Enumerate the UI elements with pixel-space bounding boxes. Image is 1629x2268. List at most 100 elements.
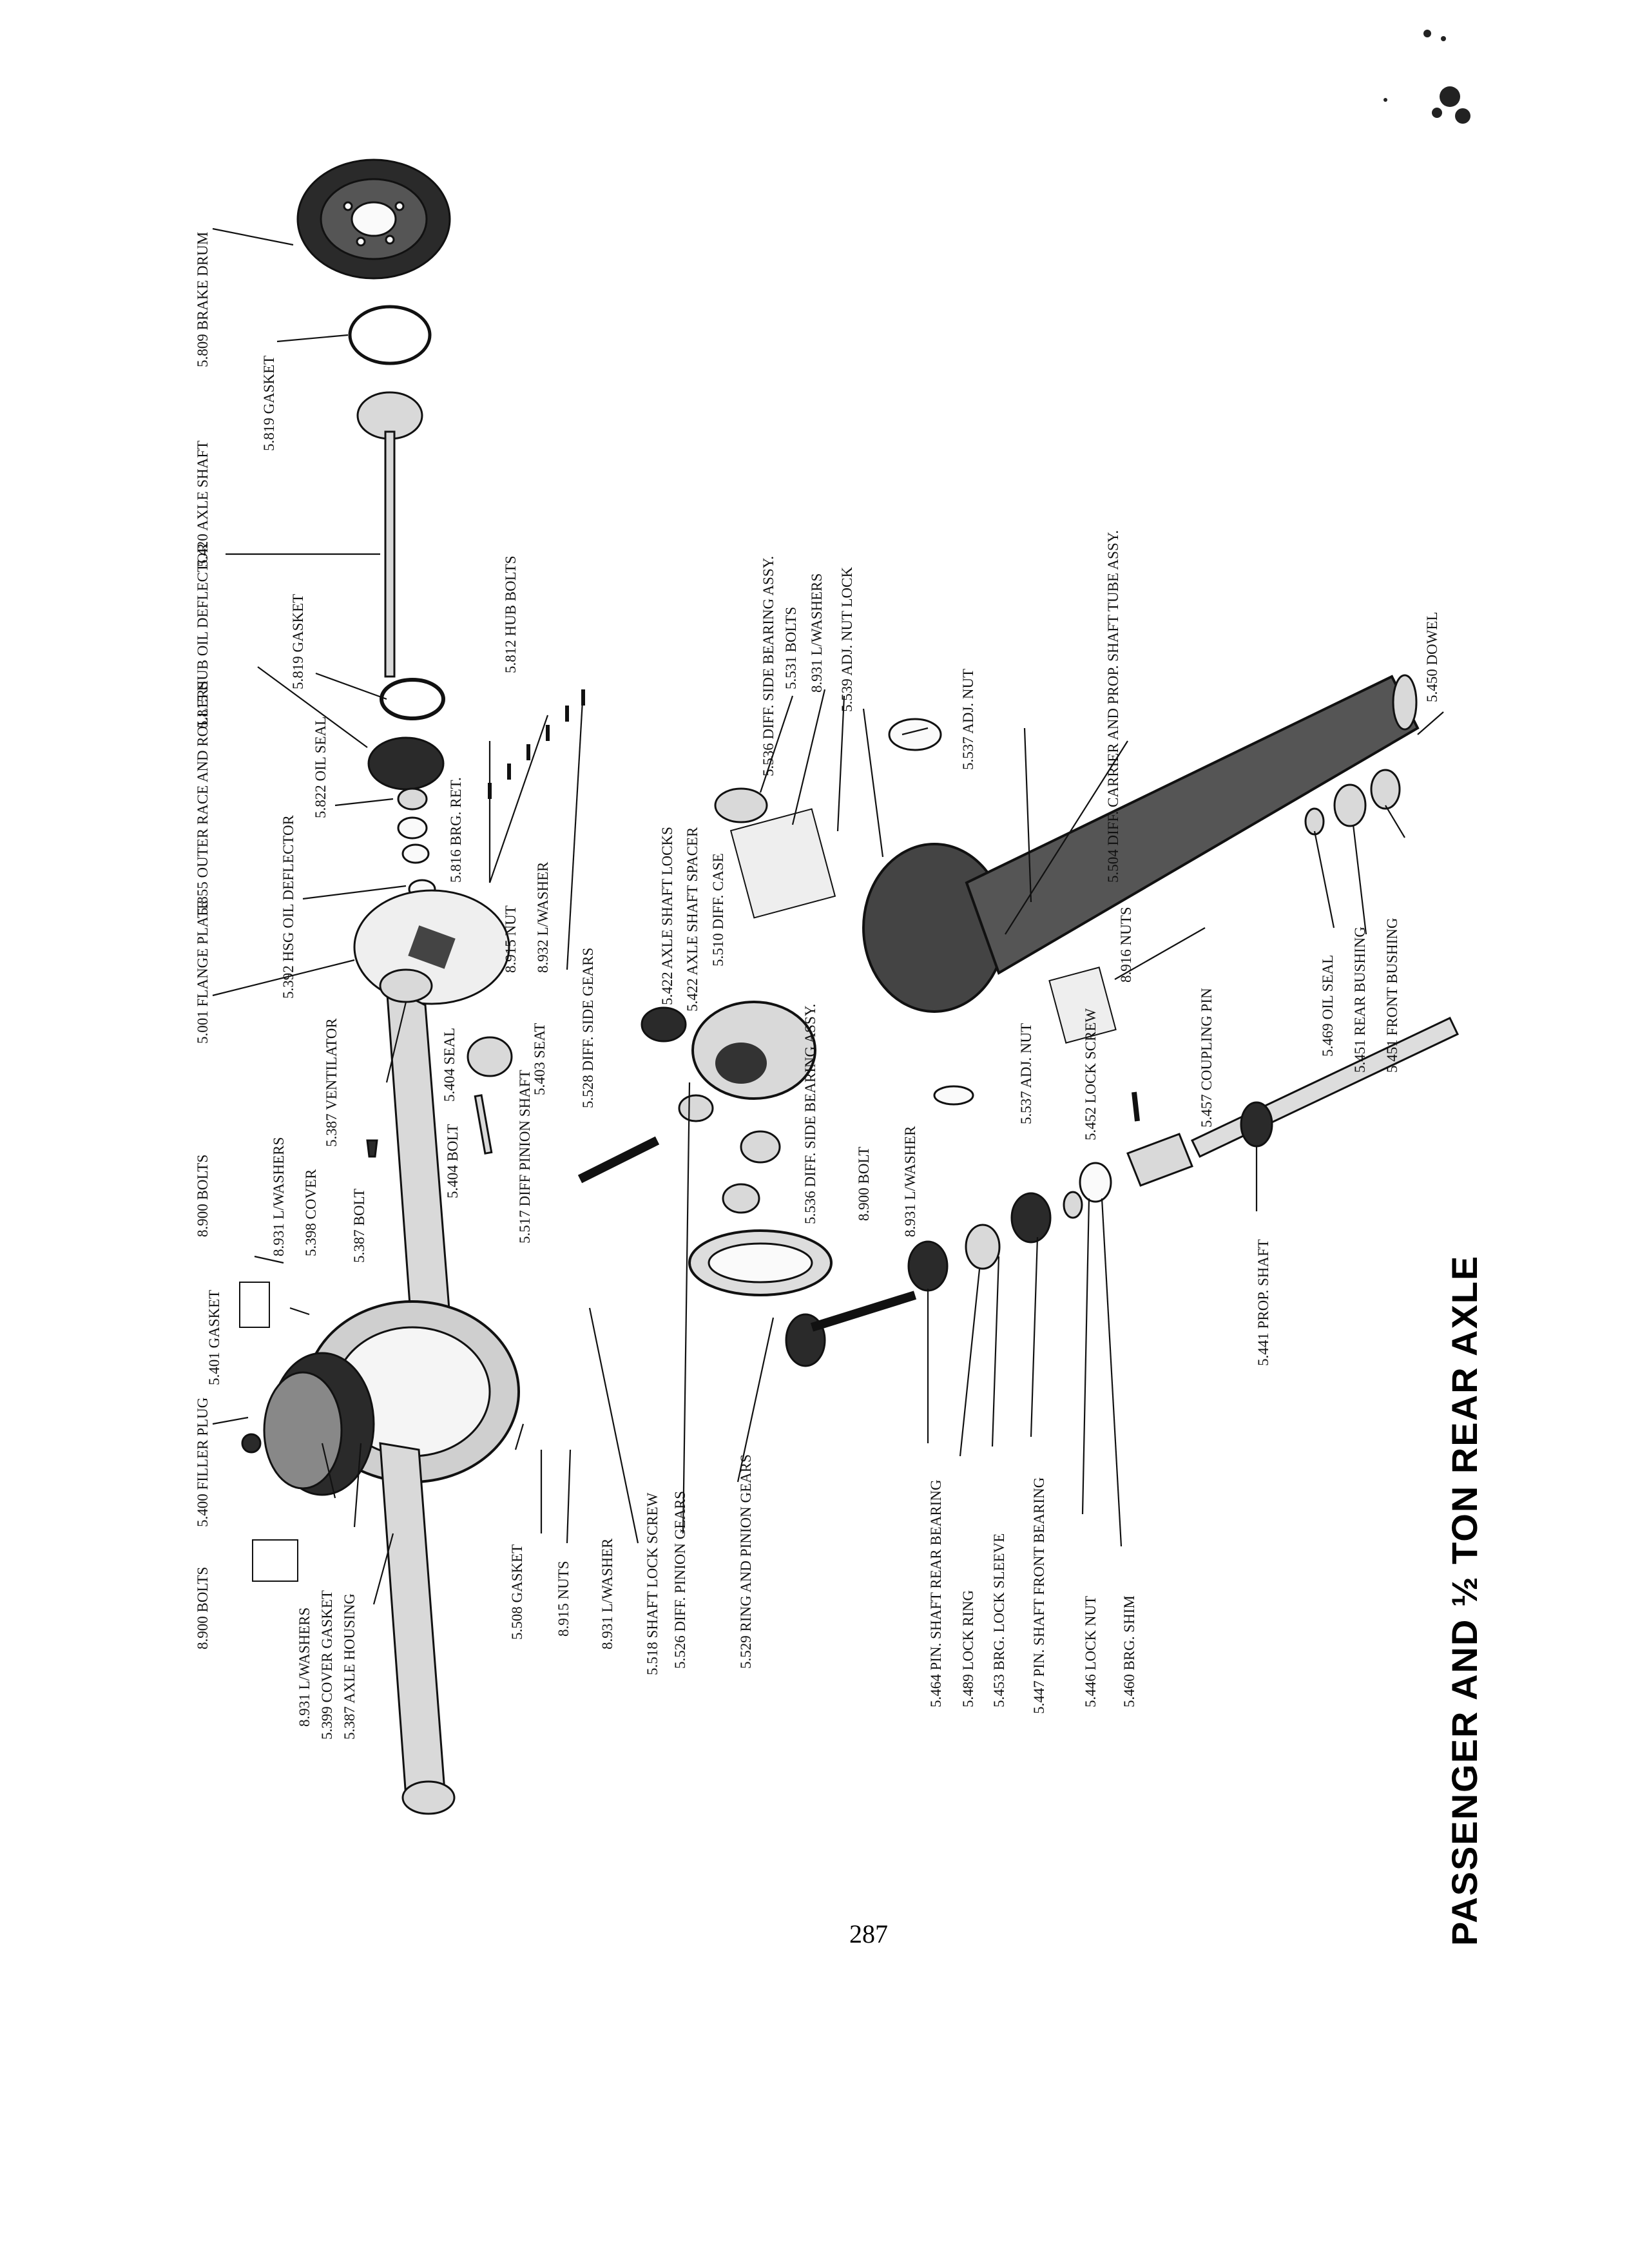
ventilator-part [366, 1139, 378, 1158]
label-brg-ret: 5.816 BRG. RET. [448, 777, 464, 883]
diff-pinion-shaft-part [577, 1136, 660, 1184]
label-bolts-8900-low: 8.900 BOLTS [195, 1567, 211, 1649]
front-bushing-part [1370, 769, 1401, 810]
label-bolt-5404: 5.404 BOLT [445, 1124, 461, 1198]
cover-bolts-part [239, 1282, 298, 1582]
label-oil-seal-hub: 5.822 OIL SEAL [313, 716, 329, 818]
label-oil-seal-5469: 5.469 OIL SEAL [1320, 955, 1336, 1057]
side-bearing-part [714, 787, 768, 823]
pinion-part [785, 1291, 917, 1367]
seat-part [467, 1036, 513, 1077]
label-diff-side-gears: 5.528 DIFF. SIDE GEARS [580, 948, 596, 1108]
label-brake-drum: 5.809 BRAKE DRUM [195, 232, 211, 367]
label-bolts-5531: 5.531 BOLTS [783, 607, 799, 689]
label-diff-pinion-gears: 5.526 DIFF. PINION GEARS [672, 1491, 688, 1669]
label-seat-5403: 5.403 SEAT [532, 1023, 548, 1095]
label-seal-5404: 5.404 SEAL [441, 1028, 458, 1102]
brg-ret-part [401, 843, 430, 864]
label-adj-nut-top: 5.537 ADJ. NUT [960, 669, 976, 770]
label-hub-bolts: 5.812 HUB BOLTS [503, 555, 519, 673]
diff-carrier-part [862, 674, 1420, 1013]
label-gasket-5401: 5.401 GASKET [206, 1290, 222, 1385]
label-rear-bushing: 5.451 REAR BUSHING [1352, 927, 1368, 1073]
label-adj-nut-5537: 5.537 ADJ. NUT [1018, 1023, 1034, 1124]
label-lock-ring: 5.489 LOCK RING [960, 1590, 976, 1707]
label-lwashers-8931-low: 8.931 L/WASHERS [296, 1608, 313, 1727]
page-number: 287 [849, 1919, 888, 1948]
label-lwashers-8931-top: 8.931 L/WASHERS [809, 573, 825, 693]
label-pin-shaft-front-bearing: 5.447 PIN. SHAFT FRONT BEARING [1031, 1477, 1047, 1714]
label-bolt-8900: 8.900 BOLT [856, 1147, 872, 1221]
label-lwasher-8932: 8.932 L/WASHER [535, 861, 551, 973]
label-ring-pinion-gears: 5.529 RING AND PINION GEARS [738, 1454, 754, 1669]
prop-shaft-part [1126, 1017, 1460, 1187]
label-diff-side-bearing-low: 5.536 DIFF. SIDE BEARING ASSY. [802, 1004, 818, 1224]
axle-shaft-part [356, 391, 423, 678]
label-lock-screw: 5.452 LOCK SCREW [1083, 1008, 1099, 1140]
label-pin-shaft-rear-bearing: 5.464 PIN. SHAFT REAR BEARING [928, 1479, 944, 1707]
outer-race-part [397, 816, 428, 840]
hub-bolts-part [488, 689, 585, 799]
adj-nut-part [933, 1085, 974, 1106]
coupling-pin-part [1132, 1091, 1140, 1122]
label-hub-oil-deflector: 5.815 HUB OIL DEFLECTOR [195, 543, 211, 728]
oil-seal-part [397, 787, 428, 811]
label-lwashers-8931-cover: 8.931 L/WASHERS [271, 1137, 287, 1256]
label-axle-shaft: 5.420 AXLE SHAFT [195, 441, 211, 567]
hub-oil-deflector-part [367, 736, 445, 791]
label-ventilator: 5.387 VENTILATOR [323, 1018, 340, 1147]
label-diff-case: 5.510 DIFF. CASE [710, 853, 726, 966]
nuts-part [1048, 966, 1117, 1044]
label-nuts-8915: 8.915 NUTS [555, 1561, 572, 1637]
cover-gasket-part [263, 1371, 343, 1490]
label-diff-side-bearing-top: 5.536 DIFF. SIDE BEARING ASSY. [760, 556, 776, 776]
label-diff-pinion-shaft: 5.517 DIFF PINION SHAFT [517, 1070, 533, 1244]
brake-drum-part [296, 159, 451, 280]
diff-case-part [691, 1001, 816, 1100]
label-coupling-pin: 5.457 COUPLING PIN [1199, 988, 1215, 1128]
adj-nut-top-part [888, 718, 942, 751]
label-dowel: 5.450 DOWEL [1424, 611, 1440, 702]
diff-side-gear-part [641, 1006, 687, 1043]
label-adj-nut-lock: 5.539 ADJ. NUT LOCK [839, 566, 855, 712]
gasket-part [348, 305, 432, 365]
label-cover-gasket: 5.399 COVER GASKET [319, 1590, 335, 1740]
diff-side-bearing-part [722, 1130, 781, 1214]
filler-plug-part [241, 1433, 262, 1454]
label-bolt-5387: 5.387 BOLT [351, 1189, 367, 1263]
pinion-bearings-part [907, 1162, 1112, 1292]
label-axle-shaft-spacer: 5.422 AXLE SHAFT SPACER [684, 827, 700, 1012]
label-cover: 5.398 COVER [303, 1169, 319, 1256]
label-bolts-8900-top: 8.900 BOLTS [195, 1155, 211, 1237]
label-prop-shaft: 5.441 PROP. SHAFT [1255, 1239, 1271, 1366]
label-front-bushing: 5.451 FRONT BUSHING [1384, 918, 1400, 1073]
ring-gear-part [688, 1229, 833, 1296]
label-lwasher-8931-low: 8.931 L/WASHER [599, 1538, 615, 1649]
label-nut-8915: 8.915 NUT [503, 905, 519, 973]
label-brg-shim: 5.460 BRG. SHIM [1121, 1595, 1137, 1707]
hub-gasket-part [380, 678, 445, 720]
bolt-part [474, 1094, 493, 1155]
label-nuts-8916: 8.916 NUTS [1118, 907, 1134, 983]
label-hub-gasket: 5.819 GASKET [290, 594, 306, 689]
label-axle-housing: 5.387 AXLE HOUSING [342, 1593, 358, 1740]
label-diff-carrier: 5.504 DIFF. CARRIER AND PROP. SHAFT TUBE… [1105, 530, 1121, 883]
label-lock-nut: 5.446 LOCK NUT [1083, 1596, 1099, 1707]
label-gasket-top: 5.819 GASKET [261, 356, 277, 451]
label-filler-plug: 5.400 FILLER PLUG [195, 1398, 211, 1527]
label-lwasher-8931: 8.931 L/WASHER [902, 1126, 918, 1237]
label-outer-race: 5.855 OUTER RACE AND ROLLERS [195, 680, 211, 915]
carrier-bolts-part [729, 808, 836, 919]
label-axle-shaft-locks: 5.422 AXLE SHAFT LOCKS [659, 827, 675, 1005]
rear-bushing-part [1333, 783, 1367, 827]
leader-lines [212, 227, 1444, 1605]
label-flange-plate: 5.001 FLANGE PLATE [195, 900, 211, 1044]
diff-side-gear-part-2 [678, 1094, 714, 1122]
label-brg-lock-sleeve: 5.453 BRG. LOCK SLEEVE [991, 1533, 1007, 1707]
label-gasket-5508: 5.508 GASKET [509, 1544, 525, 1640]
page-title: PASSENGER AND ½ TON REAR AXLE [1444, 1254, 1485, 1946]
label-shaft-lock-screw: 5.518 SHAFT LOCK SCREW [644, 1492, 660, 1675]
label-hsg-oil-deflector: 5.392 HSG OIL DEFLECTOR [280, 814, 296, 999]
scan-marks [1383, 30, 1470, 124]
